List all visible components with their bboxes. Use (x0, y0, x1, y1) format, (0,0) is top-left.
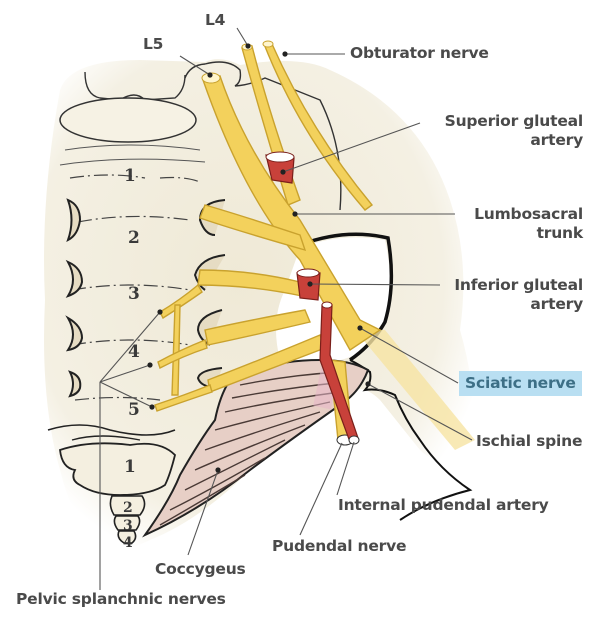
obturator-nerve (262, 43, 374, 211)
label-line-1: Superior gluteal (444, 112, 584, 130)
leader-dots (147, 43, 371, 473)
l5-vertebra-outline (84, 71, 186, 101)
sacral-number-2: 2 (128, 228, 140, 248)
label-internal-pudendal-artery: Internal pudendal artery (338, 496, 549, 514)
sacrum-apex (59, 442, 176, 496)
label-obturator-nerve: Obturator nerve (350, 44, 489, 62)
sciatic-nerve-shadow (355, 330, 475, 450)
label-superior-gluteal-artery: Superior gluteal artery (444, 112, 584, 150)
l5-root (202, 75, 382, 352)
label-line-1: Lumbosacral (474, 205, 583, 223)
label-line-2: artery (530, 131, 583, 149)
label-line-2: artery (530, 295, 583, 313)
label-ischial-spine: Ischial spine (476, 432, 583, 450)
label-pelvic-splanchnic-nerves: Pelvic splanchnic nerves (16, 590, 226, 608)
coccyx (109, 495, 146, 544)
coccygeal-number-4: 4 (123, 535, 133, 551)
leader-lines (99, 27, 473, 590)
pelvic-bone (44, 59, 474, 550)
sacral-foramina-left (65, 198, 84, 398)
label-line-2: trunk (536, 224, 584, 242)
label-sciatic-nerve: Sciatic nerve (459, 371, 582, 396)
sacral-number-1: 1 (124, 166, 136, 186)
label-l5: L5 (143, 35, 164, 53)
sacral-number-4: 4 (128, 342, 140, 362)
sacral-number-3: 3 (128, 284, 140, 304)
coccygeal-number-2: 2 (123, 500, 133, 516)
sacral-number-5: 5 (128, 400, 140, 420)
coccygeal-number-1: 1 (124, 457, 136, 477)
label-l4: L4 (205, 11, 226, 29)
label-inferior-gluteal-artery: Inferior gluteal artery (454, 276, 583, 314)
label-coccygeus: Coccygeus (155, 560, 246, 578)
label-pudendal-nerve: Pudendal nerve (272, 537, 407, 555)
label-lumbosacral-trunk: Lumbosacral trunk (474, 205, 583, 243)
label-line-1: Inferior gluteal (454, 276, 583, 294)
ischial-outline (349, 359, 473, 521)
coccygeal-number-3: 3 (123, 518, 133, 534)
l5-vertebral-body (59, 97, 197, 143)
